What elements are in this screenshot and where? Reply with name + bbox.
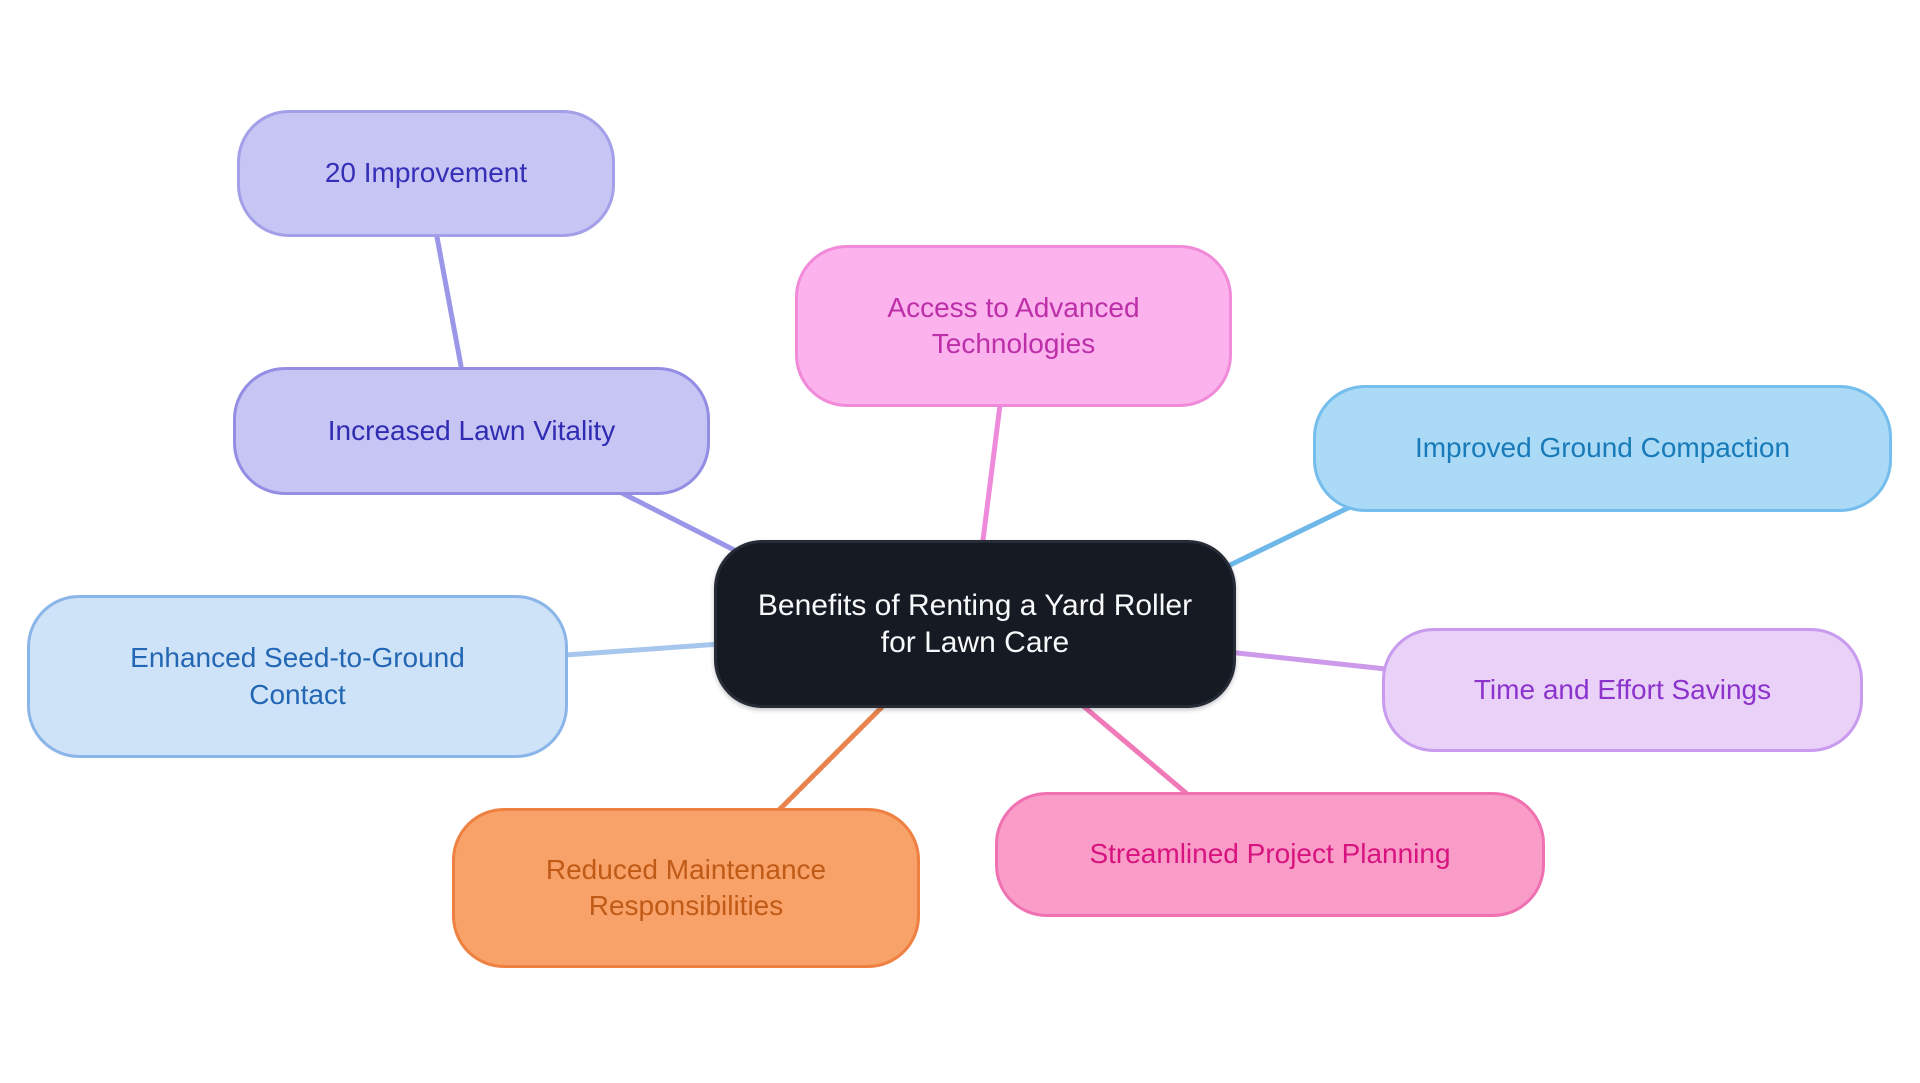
node-improved-ground-compaction[interactable]: Improved Ground Compaction (1313, 385, 1892, 512)
node-label-access-to-advanced-technologies: Access to Advanced Technologies (887, 291, 1140, 359)
connector-time-and-effort-savings (1225, 649, 1389, 672)
node-20-improvement[interactable]: 20 Improvement (237, 110, 615, 237)
node-label-reduced-maintenance-responsibilities: Reduced Maintenance Responsibilities (545, 853, 827, 921)
node-streamlined-project-planning[interactable]: Streamlined Project Planning (995, 792, 1545, 917)
node-label-time-and-effort-savings: Time and Effort Savings (1473, 673, 1772, 705)
connector-access-to-advanced-technologies (979, 402, 1003, 551)
node-label-improved-ground-compaction: Improved Ground Compaction (1414, 432, 1791, 464)
node-label-increased-lawn-vitality: Increased Lawn Vitality (327, 414, 616, 446)
connector-enhanced-seed-to-ground-contact (563, 641, 723, 658)
node-enhanced-seed-to-ground-contact[interactable]: Enhanced Seed-to-Ground Contact (27, 595, 568, 758)
connector-increased-lawn-vitality (615, 488, 751, 560)
node-increased-lawn-vitality[interactable]: Increased Lawn Vitality (233, 367, 710, 495)
node-label-20-improvement: 20 Improvement (324, 157, 528, 189)
node-label-central-topic: Benefits of Renting a Yard Roller for La… (757, 588, 1193, 660)
node-reduced-maintenance-responsibilities[interactable]: Reduced Maintenance Responsibilities (452, 808, 920, 968)
node-label-enhanced-seed-to-ground-contact: Enhanced Seed-to-Ground Contact (130, 642, 465, 710)
connector-20-improvement (434, 234, 464, 369)
node-access-to-advanced-technologies[interactable]: Access to Advanced Technologies (795, 245, 1232, 407)
node-central-topic[interactable]: Benefits of Renting a Yard Roller for La… (714, 540, 1236, 708)
node-time-and-effort-savings[interactable]: Time and Effort Savings (1382, 628, 1863, 752)
connector-streamlined-project-planning (1079, 702, 1189, 796)
node-label-streamlined-project-planning: Streamlined Project Planning (1089, 838, 1451, 870)
connector-improved-ground-compaction (1223, 503, 1355, 570)
connector-reduced-maintenance-responsibilities (776, 702, 887, 813)
